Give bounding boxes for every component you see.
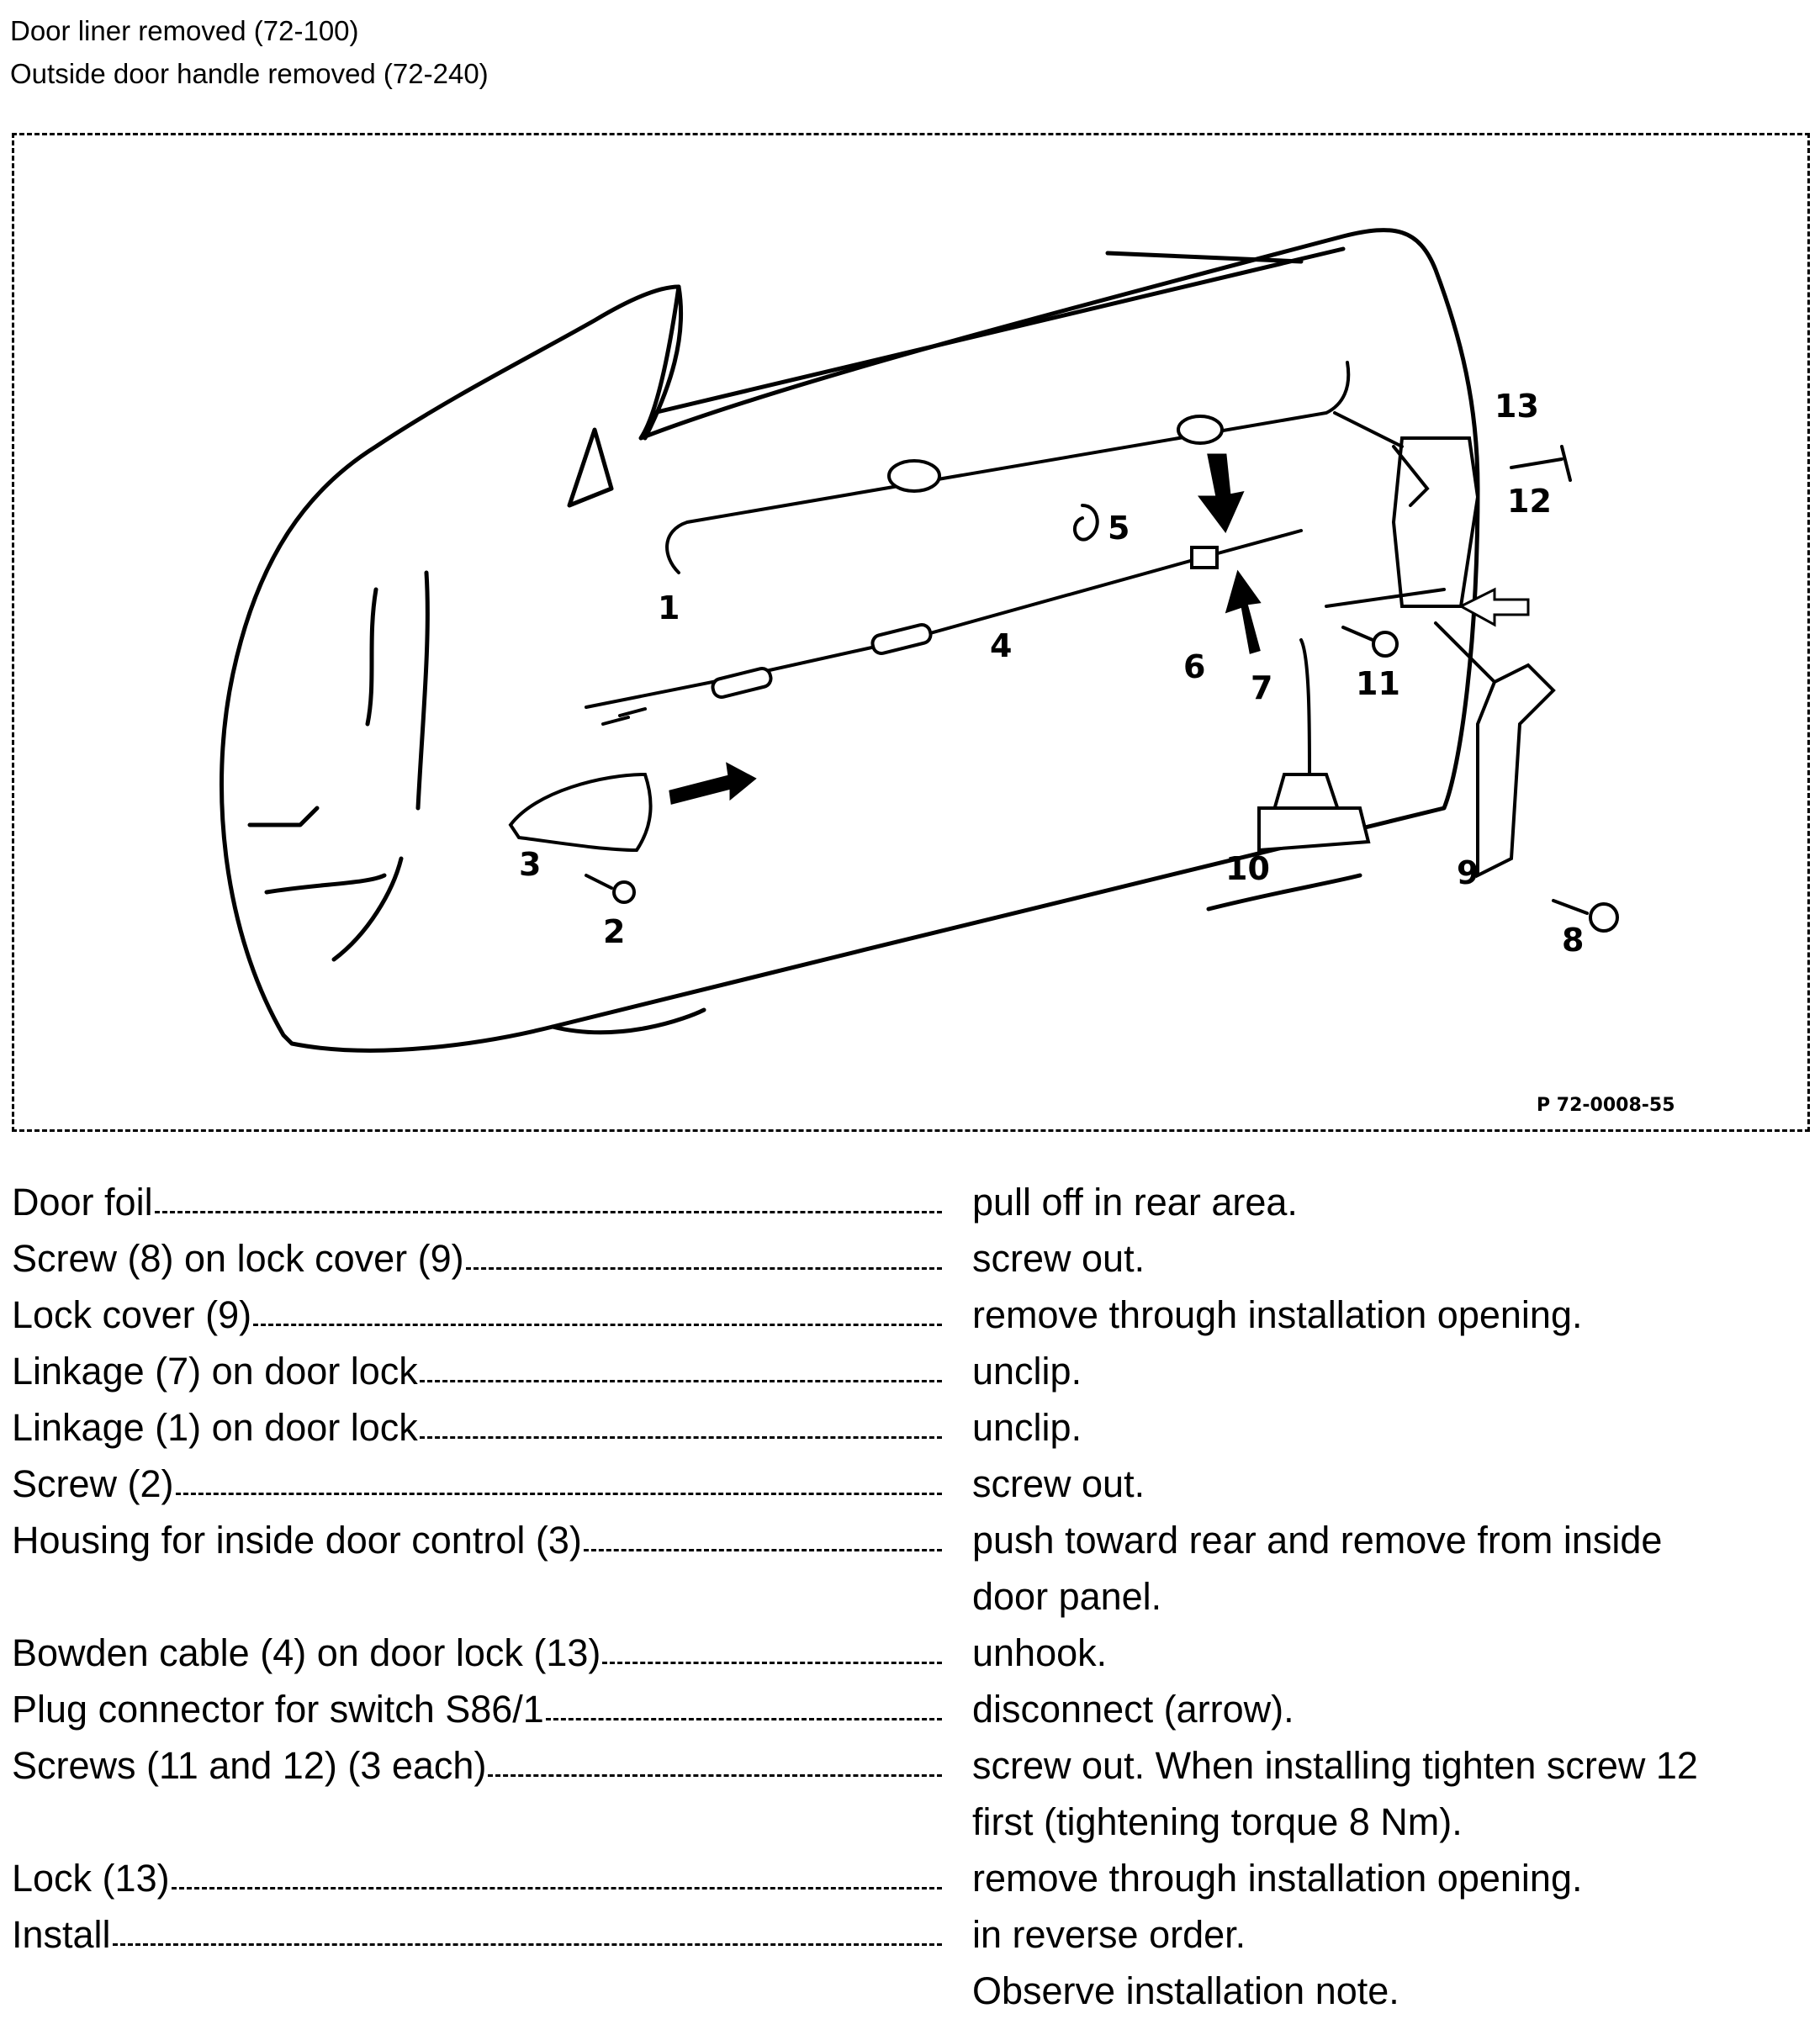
dotted-leader <box>465 1237 942 1270</box>
step-action-line: disconnect (arrow). <box>972 1688 1294 1731</box>
step-action-line: unhook. <box>972 1631 1108 1674</box>
step-action: remove through installation opening. <box>945 1287 1812 1343</box>
step-item-column: Bowden cable (4) on door lock (13) <box>12 1625 945 1681</box>
step-item-column: Screw (8) on lock cover (9) <box>12 1230 945 1287</box>
step-action: unclip. <box>945 1343 1812 1399</box>
step-action: screw out. When installing tighten screw… <box>945 1737 1812 1850</box>
step-action-line: pull off in rear area. <box>972 1181 1298 1224</box>
step-item: Lock (13) <box>12 1857 170 1900</box>
step-action: disconnect (arrow). <box>945 1681 1812 1737</box>
step-item: Lock cover (9) <box>12 1293 252 1336</box>
step-item: Housing for inside door control (3) <box>12 1519 582 1562</box>
callout-5: 5 <box>1108 510 1130 547</box>
callout-9: 9 <box>1457 854 1479 891</box>
step-action: pull off in rear area. <box>945 1174 1812 1230</box>
step-item-column: Housing for inside door control (3) <box>12 1512 945 1625</box>
dotted-leader <box>112 1913 942 1946</box>
step-item: Screw (2) <box>12 1462 174 1505</box>
step-item-column: Install <box>12 1906 945 2019</box>
dotted-leader <box>583 1519 942 1551</box>
step-action-line: first (tightening torque 8 Nm). <box>972 1800 1463 1843</box>
step-item-column: Linkage (1) on door lock <box>12 1399 945 1456</box>
step-item: Screw (8) on lock cover (9) <box>12 1237 464 1280</box>
dotted-leader <box>419 1406 942 1439</box>
step-action-line: screw out. <box>972 1237 1145 1280</box>
procedure-step: Screws (11 and 12) (3 each) screw out. Wh… <box>12 1737 1812 1850</box>
procedure-step: Plug connector for switch S86/1 disconnec… <box>12 1681 1812 1737</box>
step-action: unhook. <box>945 1625 1812 1681</box>
dotted-leader <box>154 1181 942 1213</box>
step-item-column: Plug connector for switch S86/1 <box>12 1681 945 1737</box>
callout-6: 6 <box>1183 648 1205 685</box>
step-item-column: Screw (2) <box>12 1456 945 1512</box>
step-item-column: Lock cover (9) <box>12 1287 945 1343</box>
callout-4: 4 <box>990 627 1012 664</box>
callout-3: 3 <box>519 846 541 883</box>
callout-7: 7 <box>1251 669 1272 706</box>
callout-8: 8 <box>1562 922 1584 959</box>
step-action: screw out. <box>945 1230 1812 1287</box>
step-action: screw out. <box>945 1456 1812 1512</box>
dotted-leader <box>253 1293 942 1326</box>
procedure-step: Screw (2) screw out. <box>12 1456 1812 1512</box>
dotted-leader <box>175 1462 942 1495</box>
dotted-leader <box>602 1631 942 1664</box>
step-action-line: Observe installation note. <box>972 1969 1399 2012</box>
prerequisite-line: Door liner removed (72-100) <box>10 15 359 46</box>
callout-13: 13 <box>1495 388 1539 425</box>
step-action-line: remove through installation opening. <box>972 1293 1583 1336</box>
callout-2: 2 <box>603 913 625 950</box>
procedure-step: Linkage (7) on door lock unclip. <box>12 1343 1812 1399</box>
step-action-line: unclip. <box>972 1350 1082 1393</box>
step-action: unclip. <box>945 1399 1812 1456</box>
procedure-step: Linkage (1) on door lock unclip. <box>12 1399 1812 1456</box>
figure-code: P 72-0008-55 <box>1537 1095 1675 1116</box>
callout-1: 1 <box>658 589 680 626</box>
callout-12: 12 <box>1507 483 1552 520</box>
procedure-steps: Door foil pull off in rear area. Screw (8)… <box>12 1174 1812 2019</box>
step-action-line: door panel. <box>972 1575 1162 1618</box>
step-item: Linkage (1) on door lock <box>12 1406 418 1449</box>
step-action-line: screw out. When installing tighten screw… <box>972 1744 1698 1787</box>
procedure-step: Lock (13) remove through installation ope… <box>12 1850 1812 1906</box>
step-item-column: Linkage (7) on door lock <box>12 1343 945 1399</box>
door-outline <box>220 228 1480 1053</box>
step-item: Plug connector for switch S86/1 <box>12 1688 544 1731</box>
direction-arrows <box>669 453 1530 805</box>
callout-11: 11 <box>1356 665 1400 702</box>
step-item-column: Door foil <box>12 1174 945 1230</box>
step-action-line: in reverse order. <box>972 1913 1246 1956</box>
step-action-line: unclip. <box>972 1406 1082 1449</box>
step-item-column: Lock (13) <box>12 1850 945 1906</box>
step-action: push toward rear and remove from inside d… <box>945 1512 1812 1625</box>
linkage-parts <box>508 361 1619 933</box>
dotted-leader <box>545 1688 942 1720</box>
procedure-step: Door foil pull off in rear area. <box>12 1174 1812 1230</box>
step-item: Install <box>12 1913 111 1956</box>
step-item: Linkage (7) on door lock <box>12 1350 418 1393</box>
procedure-step: Housing for inside door control (3) push … <box>12 1512 1812 1625</box>
step-item-column: Screws (11 and 12) (3 each) <box>12 1737 945 1850</box>
step-action: in reverse order. Observe installation no… <box>945 1906 1812 2019</box>
step-action-line: push toward rear and remove from inside <box>972 1519 1663 1562</box>
dotted-leader <box>419 1350 942 1382</box>
procedure-step: Install in reverse order. Observe installa… <box>12 1906 1812 2019</box>
prerequisite-line: Outside door handle removed (72-240) <box>10 58 489 89</box>
step-action-line: remove through installation opening. <box>972 1857 1583 1900</box>
procedure-step: Lock cover (9) remove through installatio… <box>12 1287 1812 1343</box>
step-item: Door foil <box>12 1181 153 1224</box>
step-action-line: screw out. <box>972 1462 1145 1505</box>
step-action: remove through installation opening. <box>945 1850 1812 1906</box>
step-item: Bowden cable (4) on door lock (13) <box>12 1631 601 1674</box>
dotted-leader <box>171 1857 942 1890</box>
procedure-step: Bowden cable (4) on door lock (13) unhook… <box>12 1625 1812 1681</box>
callout-10: 10 <box>1225 850 1270 887</box>
procedure-step: Screw (8) on lock cover (9) screw out. <box>12 1230 1812 1287</box>
dotted-leader <box>488 1744 942 1777</box>
step-item: Screws (11 and 12) (3 each) <box>12 1744 487 1787</box>
